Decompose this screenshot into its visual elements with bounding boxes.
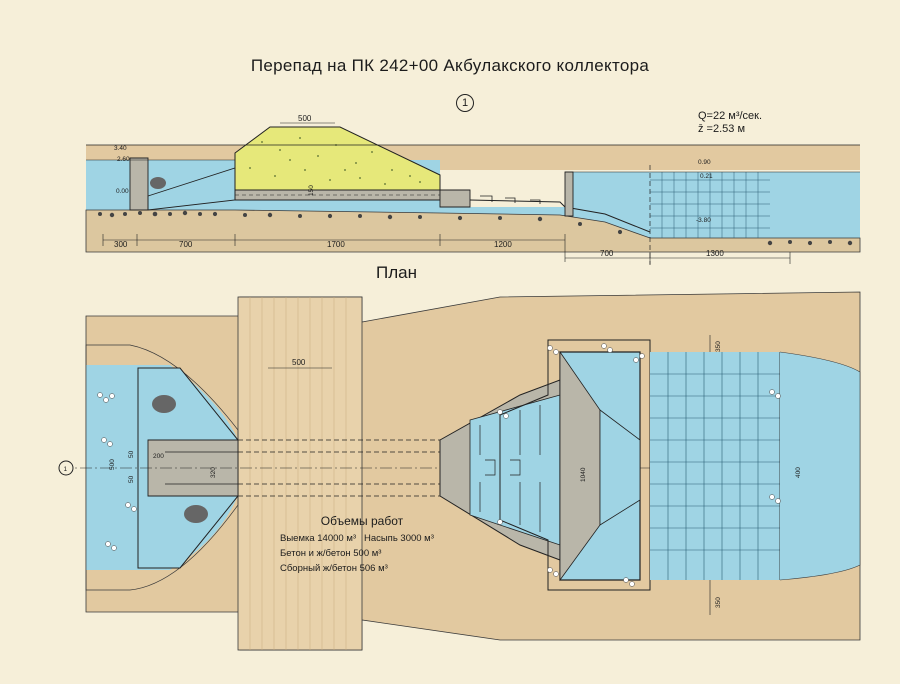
work-volumes: Объемы работ Выемка 14000 м³ Насыпь 3000…	[280, 514, 434, 576]
level-right-water: 0.21	[700, 173, 713, 180]
drawing-title: Перепад на ПК 242+00 Акбулакского коллек…	[250, 56, 650, 75]
trash-rack	[150, 177, 166, 189]
plan-riprap-right	[497, 343, 781, 587]
left-width-50b: 50	[128, 475, 135, 483]
left-width-500: 500	[109, 459, 116, 470]
dim-700: 700	[179, 240, 193, 249]
inlet-trash-rack-top	[152, 395, 176, 413]
embankment-height-dim: 150	[308, 185, 315, 196]
inlet-trash-rack-bottom	[184, 505, 208, 523]
hydraulic-parameters: Q=22 м³/сек. z̄ =2.53 м	[698, 110, 762, 136]
volume-excavation: Выемка 14000 м³	[280, 533, 357, 544]
dim-700-right: 700	[600, 249, 614, 258]
road-embankment	[237, 296, 363, 651]
side-dim-bottom: 350	[715, 597, 722, 608]
volume-concrete: Бетон и ж/бетон 500 м³	[280, 548, 382, 559]
basin-width-dim: 1040	[580, 467, 587, 482]
dim-1300: 1300	[706, 249, 724, 258]
axis-marker-left: 1	[64, 466, 68, 473]
volumes-heading: Объемы работ	[320, 514, 404, 528]
profile-bed	[85, 209, 861, 253]
embankment-top-dim: 500	[298, 114, 312, 123]
dim-300: 300	[114, 240, 128, 249]
road-width-dim: 500	[292, 358, 306, 367]
culvert-barrels	[238, 439, 440, 497]
level-water-left: 2.60	[117, 156, 130, 163]
outlet-apron	[650, 352, 800, 580]
plan-riprap-left	[97, 392, 137, 551]
left-width-320: 320	[210, 467, 217, 478]
level-top-left: 3.40	[114, 145, 127, 152]
discharge-label: Q=22 м³/сек.	[698, 110, 763, 122]
head-label: z̄ =2.53 м	[698, 123, 746, 135]
embankment-texture	[249, 137, 421, 185]
left-width-50a: 50	[128, 450, 135, 458]
apron-grid	[650, 352, 780, 580]
bed-riprap	[98, 210, 853, 246]
volume-fill: Насыпь 3000 м³	[363, 533, 434, 544]
basin-grid	[650, 172, 770, 238]
volumes-row-1: Выемка 14000 м³ Насыпь 3000 м³	[280, 531, 434, 546]
plan-title: План	[376, 263, 417, 282]
section-marker: 1	[456, 94, 474, 112]
outlet-width-dim: 400	[795, 467, 802, 478]
level-bed-left: 0.00	[116, 188, 129, 195]
drop-chamber	[439, 189, 471, 208]
left-width-200: 200	[153, 453, 164, 460]
side-dim-top: 350	[715, 341, 722, 352]
dim-1200: 1200	[494, 240, 512, 249]
level-right-top: 0.90	[698, 159, 711, 166]
level-right-bed: -3.80	[696, 217, 711, 224]
road-hatching	[249, 297, 347, 650]
volume-precast: Сборный ж/бетон 506 м³	[280, 563, 388, 574]
dim-1700: 1700	[327, 240, 345, 249]
